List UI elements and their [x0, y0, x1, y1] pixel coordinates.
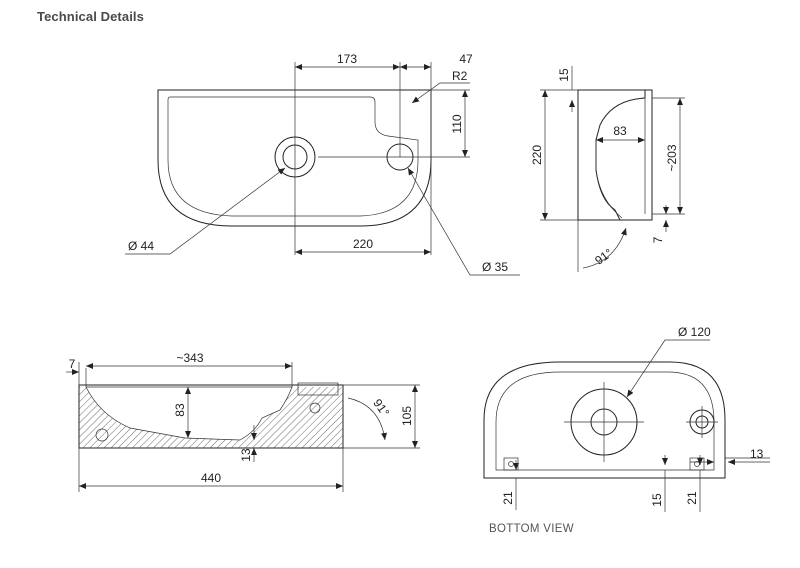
dim-label-side-83: 83 [613, 124, 627, 138]
leader-tap-diameter [407, 167, 520, 276]
leader-outlet-diameter [626, 339, 710, 398]
section-hatch [79, 387, 343, 448]
dim-label-21-right: 21 [685, 491, 699, 505]
leader-waste-diameter [125, 167, 286, 255]
dim-label-tap-diameter: Ø 35 [482, 260, 508, 274]
bottom-foot-right [689, 457, 705, 471]
section-bowl-cavity [85, 386, 293, 441]
dim-label-110: 110 [450, 114, 464, 133]
section-overflow-circle [95, 428, 109, 442]
dim-label-343: ~343 [176, 351, 203, 365]
angle-arc-side [582, 227, 627, 269]
section-tap-circle [309, 402, 321, 414]
leader-r2 [411, 82, 470, 104]
dim-label-220: 220 [353, 237, 373, 251]
dim-label-waste-diameter: Ø 44 [128, 239, 154, 253]
dim-label-bottom-13: 13 [750, 447, 764, 461]
side-view: 15 220 83 ~203 7 91° [530, 66, 685, 272]
dim-label-sec-angle: 91° [370, 396, 392, 419]
dim-label-15: 15 [557, 68, 571, 82]
basin-outline [157, 89, 432, 227]
dim-label-side-220: 220 [530, 145, 544, 165]
bottom-view-caption: BOTTOM VIEW [489, 523, 574, 535]
bottom-view: Ø 120 13 21 15 21 [483, 325, 770, 512]
bottom-foot-left-hole [508, 461, 514, 467]
bottom-inner-edge [495, 371, 715, 471]
dim-label-side-7: 7 [651, 236, 665, 243]
section-view: 7 ~343 83 105 91° 13 440 [66, 351, 420, 492]
side-bowl-curve [595, 97, 646, 219]
dim-label-sec-83: 83 [173, 403, 187, 417]
side-outline [577, 89, 653, 221]
dim-label-105: 105 [400, 406, 414, 426]
dim-label-173: 173 [337, 52, 357, 66]
dim-label-47: 47 [459, 52, 473, 66]
dim-label-sec-13: 13 [239, 448, 253, 462]
page-title: Technical Details [37, 9, 144, 24]
bowl-inner-edge [167, 96, 419, 217]
bottom-outline [483, 361, 726, 479]
angle-arc-section [347, 397, 387, 441]
dim-label-21-left: 21 [501, 491, 515, 505]
dim-label-outlet-diameter: Ø 120 [678, 325, 711, 339]
top-view: 173 47 R2 110 220 Ø 44 Ø 35 [125, 52, 520, 276]
dim-label-440: 440 [201, 471, 221, 485]
dim-label-15-mid: 15 [650, 493, 664, 507]
section-tap-deck [297, 382, 339, 396]
dim-label-203: ~203 [665, 144, 679, 171]
dim-label-r2: R2 [452, 69, 468, 83]
dim-label-sec-7: 7 [69, 357, 76, 371]
